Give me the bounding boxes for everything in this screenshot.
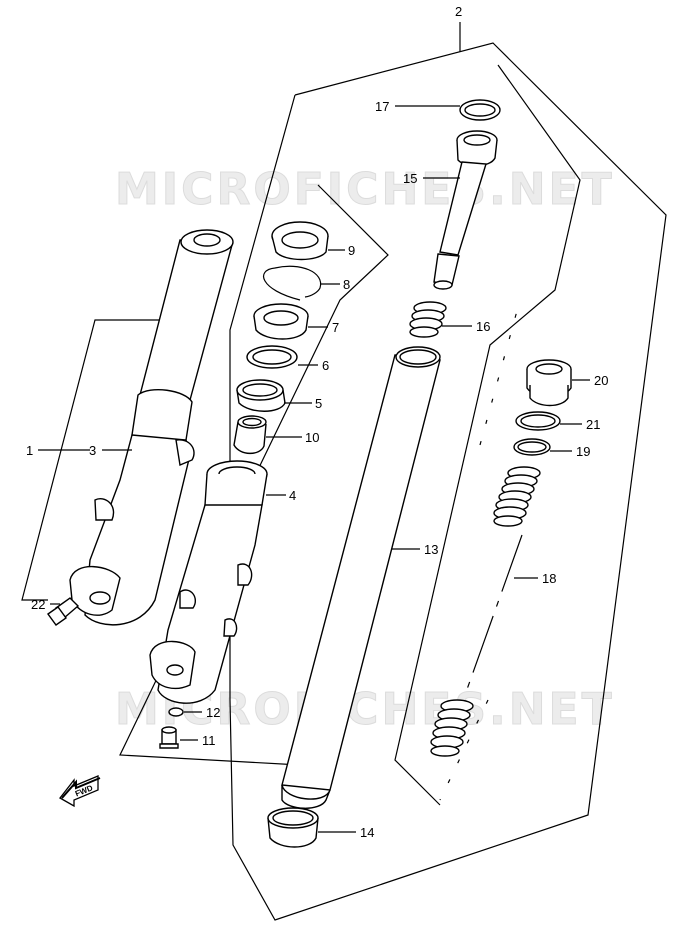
callout-10: 10 <box>305 430 319 445</box>
callout-8: 8 <box>343 277 350 292</box>
callout-16: 16 <box>476 319 490 334</box>
ring-17 <box>459 99 501 121</box>
spring-bracket <box>394 64 581 806</box>
bolt-22 <box>47 597 80 626</box>
callout-13: 13 <box>424 542 438 557</box>
assembly-outline <box>229 42 667 921</box>
callout-20: 20 <box>594 373 608 388</box>
callout-9: 9 <box>348 243 355 258</box>
callout-15: 15 <box>403 171 417 186</box>
fwd-arrow-icon <box>59 775 101 808</box>
callout-3: 3 <box>89 443 96 458</box>
callout-19: 19 <box>576 444 590 459</box>
callout-18: 18 <box>542 571 556 586</box>
dust-seal-9 <box>271 221 329 261</box>
gasket-12 <box>168 707 184 717</box>
callout-11: 11 <box>202 733 216 748</box>
damper-rod-15 <box>433 130 498 290</box>
callout-7: 7 <box>332 320 339 335</box>
rebound-spring-16 <box>409 301 447 338</box>
spacer-19 <box>513 438 551 456</box>
callout-6: 6 <box>322 358 329 373</box>
inner-tube-13 <box>281 346 441 809</box>
outer-tube-right <box>149 460 268 704</box>
bush-14 <box>267 807 319 848</box>
callout-1: 1 <box>26 443 33 458</box>
inner-bracket <box>119 184 389 766</box>
callout-14: 14 <box>360 825 374 840</box>
oil-seal-7 <box>253 303 309 340</box>
callout-12: 12 <box>206 705 220 720</box>
o-ring-21 <box>515 411 561 431</box>
fork-spring-18 <box>430 466 541 757</box>
callout-4: 4 <box>289 488 296 503</box>
washer-6 <box>246 345 298 369</box>
cap-bolt-20 <box>526 359 572 407</box>
outer-tube-left <box>69 229 234 626</box>
callout-22: 22 <box>31 597 45 612</box>
bolt-11 <box>159 726 179 749</box>
callout-2: 2 <box>455 4 462 19</box>
spring-bracket-dash2 <box>479 299 521 446</box>
callout-17: 17 <box>375 99 389 114</box>
stopper-ring-8 <box>263 265 322 301</box>
callout-5: 5 <box>315 396 322 411</box>
callout-21: 21 <box>586 417 600 432</box>
left-bracket <box>21 319 165 601</box>
guide-bush-5 <box>236 379 286 412</box>
slide-bush-10 <box>233 415 267 455</box>
watermark-top: MICROFICHES.NET <box>115 164 615 215</box>
